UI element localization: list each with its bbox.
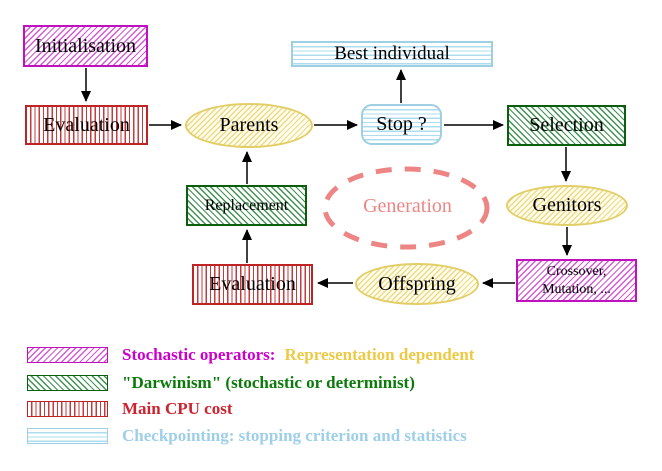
node-stop: Stop ? <box>361 104 442 145</box>
node-evaluation-top-label: Evaluation <box>43 113 130 136</box>
node-selection: Selection <box>507 105 626 146</box>
node-initialisation: Initialisation <box>23 25 148 67</box>
node-crossover-mutation: Crossover, Mutation, ... <box>516 259 637 302</box>
generation-cycle-ellipse <box>322 166 490 250</box>
legend-checkpointing-label: Checkpointing: stopping criterion and st… <box>122 426 467 445</box>
node-replacement-label: Replacement <box>204 196 289 214</box>
legend-swatch-darwinism <box>27 375 108 391</box>
node-genitors: Genitors <box>506 185 628 226</box>
legend-row-stochastic: Stochastic operators: Representation dep… <box>27 345 474 365</box>
node-stop-label: Stop ? <box>376 113 427 135</box>
legend-swatch-checkpointing <box>27 428 108 444</box>
legend-row-cpu: Main CPU cost <box>27 399 232 419</box>
legend-swatch-stochastic <box>27 347 108 363</box>
node-offspring-label: Offspring <box>378 272 456 295</box>
node-evaluation-bottom: Evaluation <box>192 264 313 305</box>
generation-label: Generation <box>363 195 452 217</box>
node-crossover-label: Crossover, <box>546 264 607 279</box>
node-parents-label: Parents <box>219 114 279 136</box>
node-best-individual-label: Best individual <box>334 43 450 64</box>
node-evaluation-bottom-label: Evaluation <box>209 273 296 295</box>
node-initialisation-label: Initialisation <box>34 34 137 57</box>
legend-stochastic-label: Stochastic operators: <box>122 345 276 364</box>
node-mutation-label: Mutation, ... <box>542 281 611 297</box>
node-parents: Parents <box>185 103 313 148</box>
node-genitors-label: Genitors <box>532 194 602 216</box>
legend-cpu-label: Main CPU cost <box>122 399 233 418</box>
legend-row-checkpointing: Checkpointing: stopping criterion and st… <box>27 426 467 446</box>
node-offspring: Offspring <box>355 263 479 305</box>
legend-representation-label: Representation dependent <box>284 345 475 364</box>
legend-row-darwinism: "Darwinism" (stochastic or determinist) <box>27 373 415 393</box>
node-evaluation-top: Evaluation <box>25 105 148 145</box>
node-replacement: Replacement <box>186 185 307 226</box>
legend-darwinism-label: "Darwinism" (stochastic or determinist) <box>122 373 415 392</box>
node-selection-label: Selection <box>529 114 604 136</box>
legend-swatch-cpu <box>27 401 108 417</box>
node-best-individual: Best individual <box>291 41 493 67</box>
